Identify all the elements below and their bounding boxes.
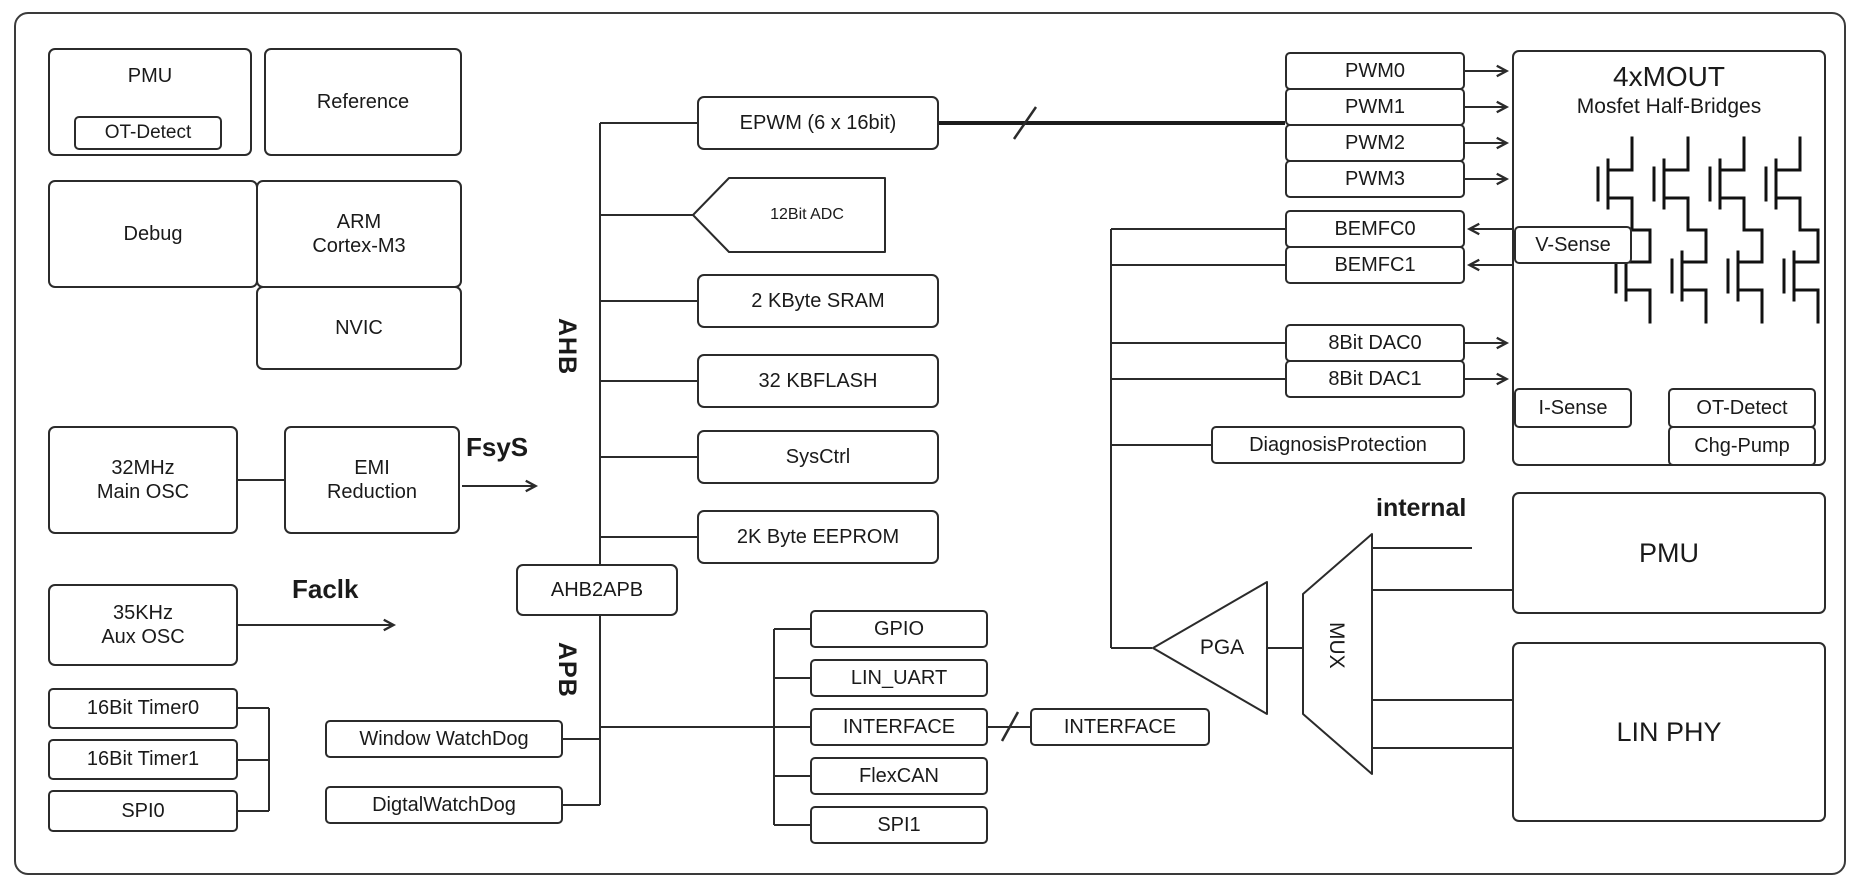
block-flash: 32 KBFLASH xyxy=(697,354,939,408)
pga-triangle-shape xyxy=(1152,581,1268,715)
mout-title: 4xMOUT xyxy=(1613,61,1725,92)
block-nvic: NVIC xyxy=(256,286,462,370)
block-interface-apb: INTERFACE xyxy=(810,708,988,746)
block-aux-osc: 35KHz Aux OSC xyxy=(48,584,238,666)
block-sysctrl: SysCtrl xyxy=(697,430,939,484)
block-emi-reduction: EMI Reduction xyxy=(284,426,460,534)
label-faclk: Faclk xyxy=(292,574,359,604)
label-internal: internal xyxy=(1376,494,1467,522)
block-timer0: 16Bit Timer0 xyxy=(48,688,238,729)
block-diagnosis-protection: DiagnosisProtection xyxy=(1211,426,1465,464)
block-pwm0: PWM0 xyxy=(1285,52,1465,90)
label-apb-bus: APB xyxy=(553,642,581,698)
block-adc-label: 12Bit ADC xyxy=(770,206,844,223)
block-spi1: SPI1 xyxy=(810,806,988,844)
block-v-sense: V-Sense xyxy=(1514,226,1632,264)
block-flexcan: FlexCAN xyxy=(810,757,988,795)
diagram-outer-border xyxy=(14,12,1846,875)
pga-label: PGA xyxy=(1199,636,1245,659)
analog-sense-bus xyxy=(1110,228,1285,649)
block-gpio: GPIO xyxy=(810,610,988,648)
block-pwm2: PWM2 xyxy=(1285,124,1465,162)
block-arm-cortex-m3: ARM Cortex-M3 xyxy=(256,180,462,288)
block-spi0: SPI0 xyxy=(48,790,238,832)
block-timer1: 16Bit Timer1 xyxy=(48,739,238,780)
interface-link xyxy=(988,711,1031,742)
block-debug: Debug xyxy=(48,180,258,288)
mux-input-lines xyxy=(1267,547,1512,749)
block-chg-pump: Chg-Pump xyxy=(1668,426,1816,466)
ahb-bus-lines xyxy=(599,122,698,564)
pmu-top-label: PMU xyxy=(127,65,173,87)
mux-label: MUX xyxy=(1325,622,1348,669)
apb-bus-lines xyxy=(561,616,811,826)
signal-arrows xyxy=(1465,64,1513,386)
block-main-osc: 32MHz Main OSC xyxy=(48,426,238,534)
block-interface-bridge: INTERFACE xyxy=(1030,708,1210,746)
block-digital-watchdog: DigtalWatchDog xyxy=(325,786,563,824)
mout-subtitle: Mosfet Half-Bridges xyxy=(1576,95,1762,119)
block-ot-detect-mout: OT-Detect xyxy=(1668,388,1816,428)
label-ahb-bus: AHB xyxy=(553,318,581,376)
block-ahb2apb: AHB2APB xyxy=(516,564,678,616)
block-i-sense: I-Sense xyxy=(1514,388,1632,428)
block-reference: Reference xyxy=(264,48,462,156)
block-pwm3: PWM3 xyxy=(1285,160,1465,198)
block-dac1: 8Bit DAC1 xyxy=(1285,360,1465,398)
block-bemfc0: BEMFC0 xyxy=(1285,210,1465,248)
block-lin-uart: LIN_UART xyxy=(810,659,988,697)
block-pmu-top: PMU OT-Detect xyxy=(48,48,252,156)
mosfet-half-bridge-symbols xyxy=(1596,136,1820,324)
adc-pentagon-shape xyxy=(692,177,886,253)
label-fsys: FsyS xyxy=(466,432,529,462)
block-epwm: EPWM (6 x 16bit) xyxy=(697,96,939,150)
clock-lines xyxy=(237,479,539,632)
block-dac0: 8Bit DAC0 xyxy=(1285,324,1465,362)
block-pwm1: PWM1 xyxy=(1285,88,1465,126)
block-lin-phy: LIN PHY xyxy=(1512,642,1826,822)
block-eeprom: 2K Byte EEPROM xyxy=(697,510,939,564)
block-pmu-right: PMU xyxy=(1512,492,1826,614)
block-ot-detect-pmu: OT-Detect xyxy=(74,116,222,150)
epwm-to-pwm-bus xyxy=(939,106,1285,140)
timer-bus-lines xyxy=(237,707,270,812)
block-window-watchdog: Window WatchDog xyxy=(325,720,563,758)
mux-trapezoid-shape xyxy=(1302,533,1373,775)
block-bemfc1: BEMFC1 xyxy=(1285,246,1465,284)
block-sram: 2 KByte SRAM xyxy=(697,274,939,328)
